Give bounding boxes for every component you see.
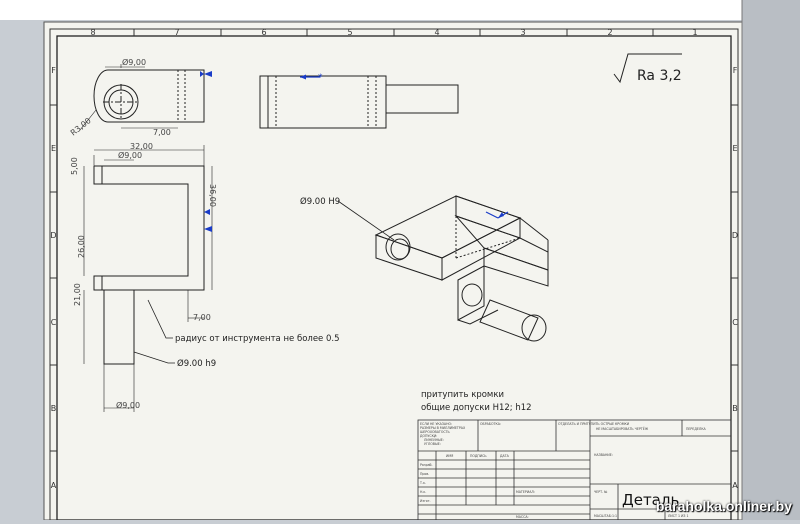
zone-top-7: 7: [174, 28, 179, 37]
zone-left-b: B: [51, 404, 57, 413]
zone-right-a: A: [732, 481, 738, 490]
zone-right-d: D: [732, 231, 738, 240]
zone-top-8: 8: [90, 28, 95, 37]
dim-h5: 5,00: [70, 157, 79, 175]
zone-right-e: E: [732, 144, 737, 153]
note-blunt-edges: притупить кромки: [421, 390, 504, 400]
dim-h36: 36,00: [208, 184, 217, 207]
zone-top-3: 3: [520, 28, 525, 37]
tb-row-nc: Н.к.: [420, 490, 426, 494]
dim-front-dia: Ø9,00: [118, 150, 142, 160]
watermark: baraholka.onliner.by: [656, 498, 792, 514]
drawing-sheet: [44, 22, 744, 520]
note-iso-hole: Ø9.00 H9: [300, 196, 340, 207]
dim-top-width: 7,00: [153, 128, 171, 137]
zone-left-f: F: [51, 66, 56, 75]
zone-top-4: 4: [434, 28, 439, 37]
tb-nochange: НЕ МАСШТАБИРОВАТЬ ЧЕРТЁЖ: [596, 426, 649, 431]
zone-right-b: B: [732, 404, 738, 413]
dim-w7: 7,00: [193, 313, 211, 322]
tb-tiny-6: УГЛОВЫЕ:: [424, 442, 441, 446]
tb-row-dev: Разраб.: [420, 463, 433, 467]
tb-name-label: НАЗВАНИЕ:: [594, 453, 613, 457]
zone-right-f: F: [733, 66, 738, 75]
roughness-label: Ra 3,2: [637, 68, 682, 84]
tb-mass: МАССА:: [516, 515, 529, 519]
zone-top-6: 6: [261, 28, 266, 37]
svg-text:*: *: [318, 73, 323, 83]
dim-bottom-dia: Ø9,00: [116, 400, 140, 410]
tb-row-tech: Т.к.: [419, 481, 426, 485]
tb-finish: ОБРАБОТКА:: [480, 422, 501, 426]
top-strip: [0, 0, 742, 20]
tb-sheet: ЛИСТ 1 ИЗ 1: [668, 514, 688, 518]
tb-revision: ПЕРЕДЕЛКА: [686, 427, 707, 431]
zone-left-e: E: [51, 144, 56, 153]
note-radius: радиус от инструмента не более 0.5: [175, 334, 340, 344]
dim-h21: 21,00: [73, 283, 82, 306]
zone-left-d: D: [50, 231, 56, 240]
tb-head-date: ДАТА: [500, 454, 510, 458]
tb-scale: МАСШТАБ:1:1: [594, 514, 617, 518]
tb-drawing-no: ЧЕРТ. №: [594, 490, 608, 494]
zone-top-5: 5: [347, 28, 352, 37]
tb-row-mfg: Изгот.: [420, 499, 431, 503]
tb-head-sign: ПОДПИСЬ: [470, 454, 487, 458]
zone-left-a: A: [51, 481, 57, 490]
tb-head-name: ИМЯ: [446, 454, 453, 458]
tb-deburr: ОТДЕЛАТЬ И ПРИТУПИТЬ ОСТРЫЕ КРОМКИ: [558, 422, 630, 426]
right-panel: [742, 0, 800, 520]
zone-top-1: 1: [692, 28, 697, 37]
note-shaft: Ø9.00 h9: [177, 358, 216, 369]
zone-right-c: C: [732, 318, 738, 327]
zone-left-c: C: [51, 318, 57, 327]
note-general-tolerances: общие допуски H12; h12: [421, 403, 532, 413]
tb-row-check: Пров.: [420, 472, 429, 476]
dim-h26: 26,00: [77, 235, 86, 258]
dim-top-dia: Ø9,00: [122, 57, 146, 67]
zone-top-2: 2: [607, 28, 612, 37]
dim-front-width: 32,00: [130, 142, 153, 151]
tb-material: МАТЕРИАЛ:: [516, 490, 535, 494]
